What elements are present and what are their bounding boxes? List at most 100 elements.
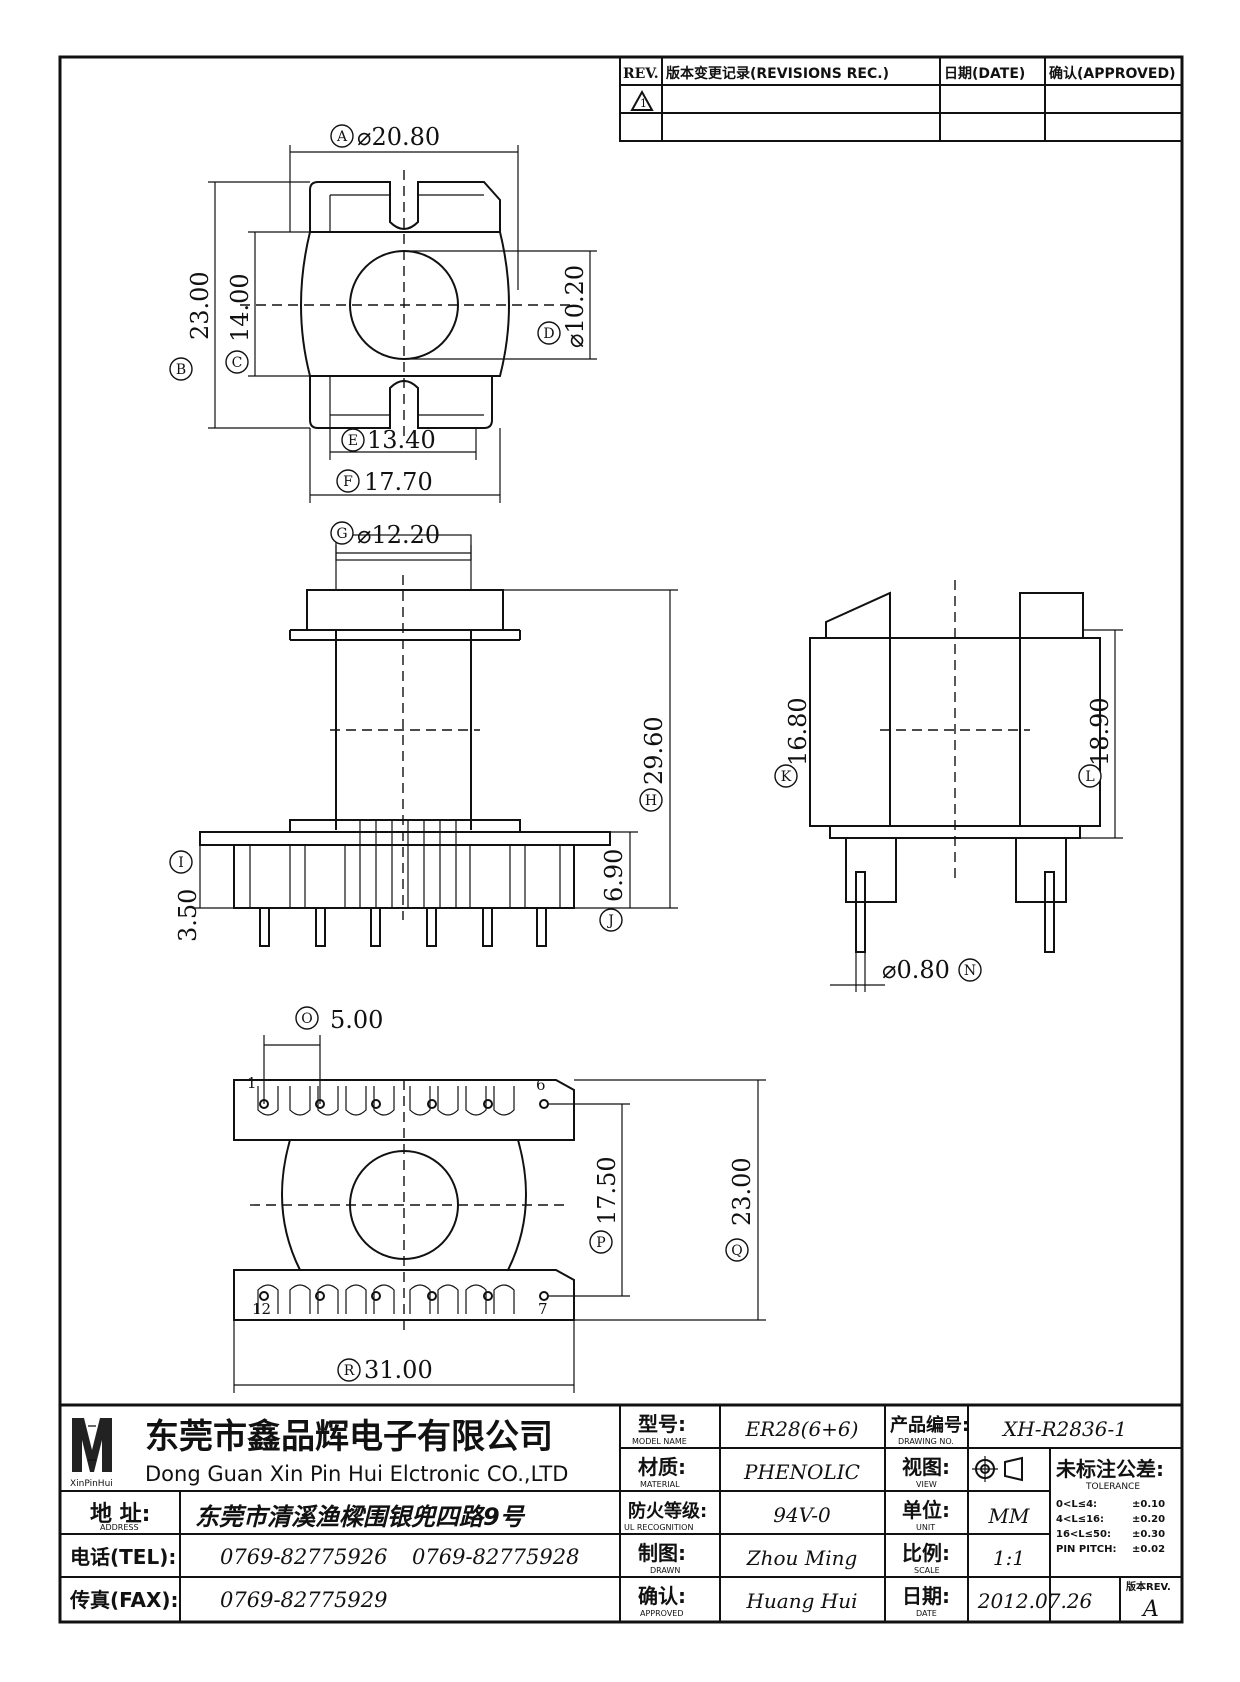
tol-range-4: PIN PITCH: (1056, 1544, 1116, 1555)
dim-J-label: J 6.90 (599, 849, 628, 932)
dim-C-letter: C (232, 355, 243, 371)
side-view (809, 580, 1123, 992)
top-view (208, 145, 597, 503)
dim-K-label: K 16.80 (774, 697, 812, 788)
dim-L-letter: L (1085, 769, 1094, 785)
tol-value-1: ±0.10 (1132, 1499, 1165, 1510)
model-label-en: MODEL NAME (632, 1437, 687, 1446)
dim-H-value: 29.60 (640, 716, 668, 785)
drawn-value: Zhou Ming (746, 1546, 858, 1570)
bottom-view (233, 1035, 766, 1393)
dim-G-label: G ⌀12.20 (330, 521, 440, 549)
dim-I-value: 3.50 (174, 889, 202, 942)
tolerance-title-en: TOLERANCE (1085, 1482, 1140, 1492)
unit-label: 单位: (902, 1498, 950, 1522)
dim-F-value: 17.70 (364, 468, 433, 496)
dim-J-value: 6.90 (600, 849, 628, 902)
title-block: XinPinHui 东莞市鑫品辉电子有限公司 Dong Guan Xin Pin… (60, 1403, 1182, 1622)
drawing-no-value: XH-R2836-1 (1001, 1417, 1127, 1441)
address-label-en: ADDRESS (100, 1523, 139, 1532)
dim-I-label: I 3.50 (169, 850, 202, 942)
tol-value-3: ±0.30 (1132, 1529, 1165, 1540)
dim-N-label: ⌀0.80 N (882, 956, 982, 984)
pin-6-label: 6 (536, 1076, 546, 1094)
drawing-no-label-en: DRAWING NO. (898, 1437, 954, 1446)
pin-12-label: 12 (252, 1300, 271, 1318)
tol-range-3: 16<L≤50: (1056, 1529, 1111, 1540)
dim-E-value: 13.40 (367, 426, 436, 454)
material-label-en: MATERIAL (640, 1480, 680, 1489)
dim-B-value: 23.00 (186, 271, 214, 340)
logo-caption: XinPinHui (70, 1479, 113, 1489)
date-label-en: DATE (916, 1609, 937, 1618)
rev-label: 版本REV. (1126, 1580, 1171, 1593)
dim-A-letter: A (336, 129, 348, 145)
dim-A-value: ⌀20.80 (357, 123, 440, 151)
drawn-label-en: DRAWN (650, 1566, 680, 1575)
dim-B-label: B 23.00 (169, 271, 214, 381)
revision-record-header: 版本变更记录(REVISIONS REC.) (666, 65, 889, 82)
dim-L-value: 18.90 (1086, 697, 1114, 766)
dim-D-label: D ⌀10.20 (537, 265, 589, 348)
view-label: 视图: (902, 1455, 950, 1479)
dim-K-letter: K (781, 769, 792, 785)
company-name-cn: 东莞市鑫品辉电子有限公司 (145, 1417, 553, 1457)
date-header: 日期(DATE) (944, 66, 1025, 82)
dim-J-letter: J (606, 913, 614, 929)
dim-E-letter: E (348, 433, 358, 449)
rev-value: A (1141, 1597, 1159, 1622)
dim-N-value: ⌀0.80 (882, 956, 950, 984)
pin-numbers: 1 6 7 12 (247, 1074, 548, 1318)
material-label: 材质: (638, 1455, 686, 1479)
fax-value: 0769-82775929 (220, 1588, 387, 1612)
flame-label-en: UL RECOGNITION (624, 1523, 693, 1532)
pin-7-label: 7 (538, 1300, 548, 1318)
tel-1: 0769-82775926 (220, 1545, 387, 1569)
projection-symbol-icon (972, 1456, 1023, 1482)
approved-value: Huang Hui (745, 1589, 857, 1613)
company-logo-icon (72, 1418, 112, 1472)
dim-G-letter: G (336, 526, 347, 542)
dim-I-letter: I (178, 855, 184, 871)
revision-number: 1 (640, 97, 647, 110)
scale-value: 1:1 (993, 1546, 1025, 1570)
front-view (192, 534, 678, 947)
flame-value: 94V-0 (773, 1503, 831, 1527)
drawn-label: 制图: (638, 1541, 686, 1565)
dim-P-value: 17.50 (593, 1156, 621, 1225)
unit-value: MM (988, 1504, 1030, 1528)
dim-O-label: O 5.00 (295, 1006, 383, 1034)
tol-value-2: ±0.20 (1132, 1514, 1165, 1525)
dim-R-value: 31.00 (364, 1356, 433, 1384)
dim-A-label: A ⌀20.80 (330, 123, 440, 151)
pin-1-label: 1 (247, 1074, 257, 1092)
dim-R-label: R 31.00 (337, 1356, 433, 1384)
dim-H-label: H 29.60 (639, 716, 668, 812)
tolerance-title: 未标注公差: (1056, 1457, 1164, 1481)
address-label: 地 址: (90, 1502, 150, 1527)
approved-header: 确认(APPROVED) (1049, 65, 1175, 82)
dim-C-label: C 14.00 (225, 273, 254, 374)
view-label-en: VIEW (916, 1480, 937, 1489)
dim-C-value: 14.00 (226, 273, 254, 342)
rev-header: REV. (623, 66, 659, 82)
revision-triangle-icon (630, 89, 654, 111)
dim-D-value: ⌀10.20 (561, 265, 589, 348)
dim-D-letter: D (543, 326, 554, 342)
dim-B-letter: B (176, 362, 186, 378)
dim-Q-value: 23.00 (728, 1157, 756, 1226)
dim-P-letter: P (596, 1235, 605, 1251)
tol-value-4: ±0.02 (1132, 1544, 1165, 1555)
address-value: 东莞市清溪渔樑围银兜四路9号 (195, 1503, 526, 1531)
dim-H-letter: H (645, 793, 657, 809)
dim-L-label: L 18.90 (1078, 697, 1114, 788)
dim-Q-label: Q 23.00 (725, 1157, 756, 1262)
dim-K-value: 16.80 (784, 697, 812, 766)
scale-label-en: SCALE (914, 1566, 940, 1575)
model-value: ER28(6+6) (745, 1417, 859, 1441)
dim-R-letter: R (344, 1363, 355, 1379)
dimension-labels: A ⌀20.80 B 23.00 C 14.00 D ⌀10.20 E 13.4… (169, 123, 1114, 1384)
date-label: 日期: (902, 1584, 950, 1608)
revision-table: REV. 版本变更记录(REVISIONS REC.) 日期(DATE) 确认(… (619, 56, 1183, 142)
